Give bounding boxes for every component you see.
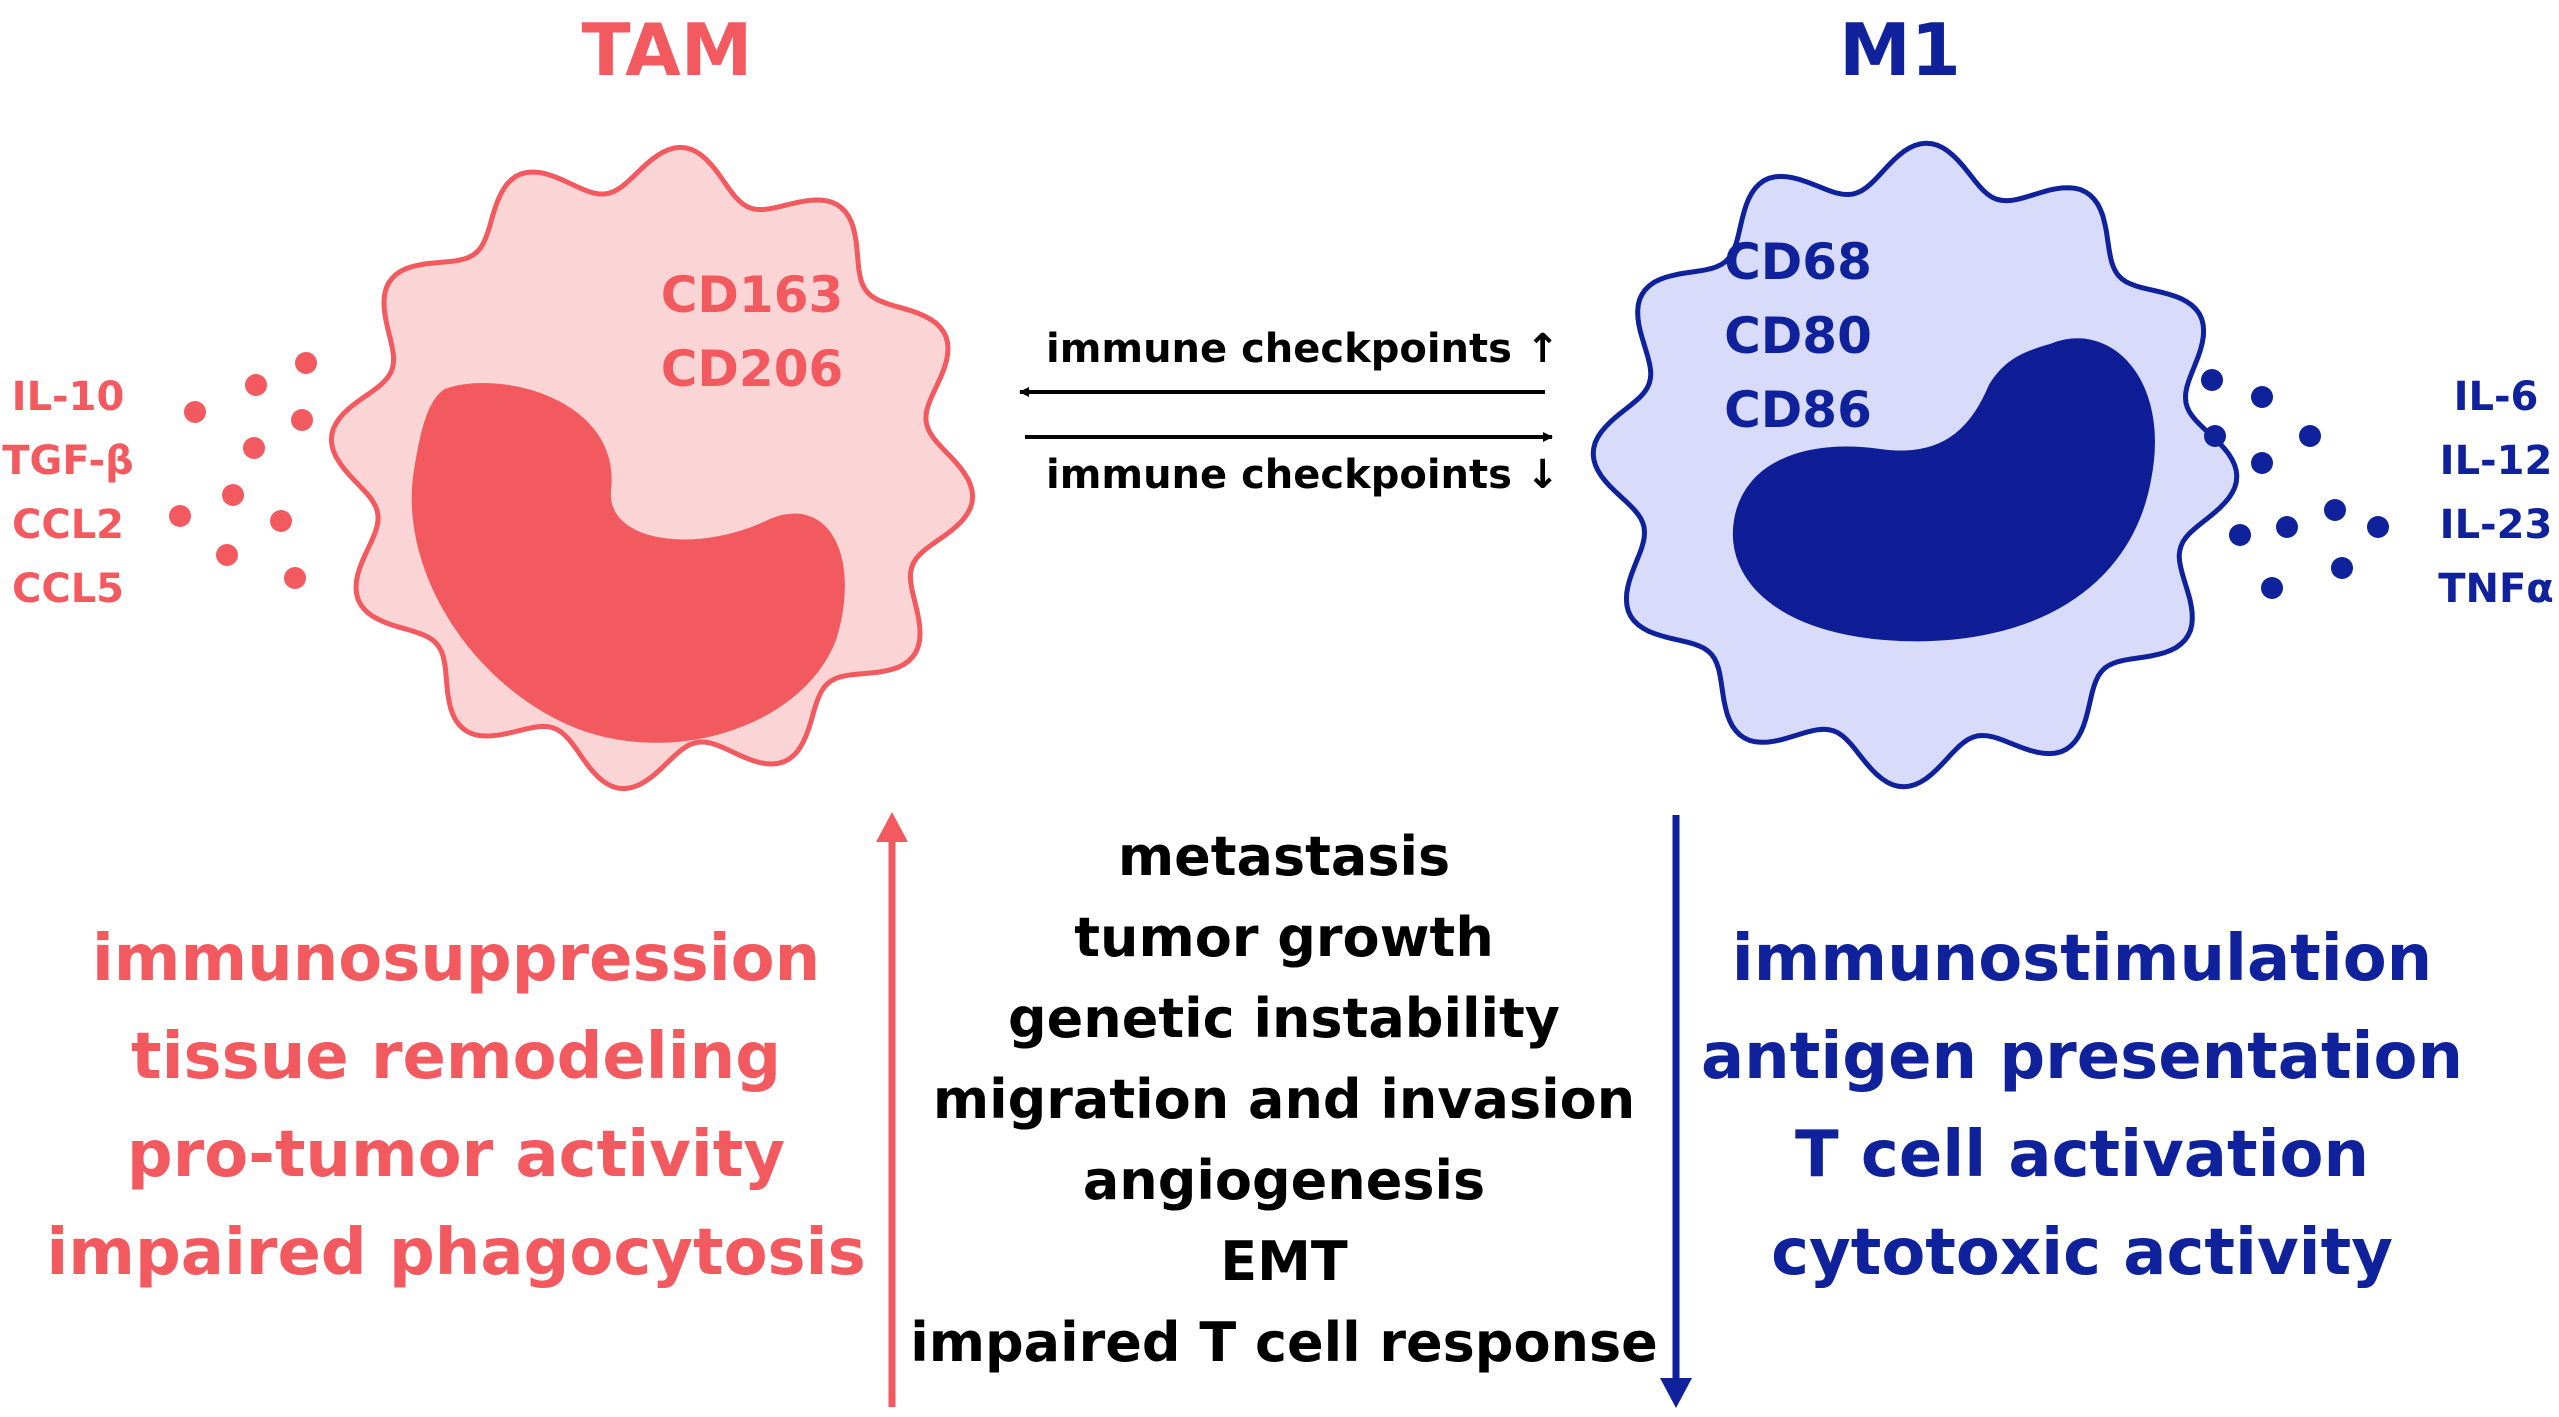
- tam-effects: immunosuppression tissue remodeling pro-…: [46, 910, 865, 1302]
- tam-marker-cd163: CD163: [660, 266, 844, 324]
- outcome-item: migration and invasion: [932, 1068, 1636, 1131]
- m1-secretion-dot: [2367, 516, 2389, 538]
- m1-secretion-dots: [2201, 369, 2389, 599]
- tam-effect: pro-tumor activity: [126, 1118, 786, 1192]
- m1-cytokine-tnfa: TNFα: [2438, 566, 2554, 612]
- tam-effect: tissue remodeling: [130, 1020, 782, 1094]
- tam-secretion-dot: [169, 505, 191, 527]
- m1-effect: T cell activation: [1794, 1118, 2370, 1192]
- up-arrow-icon: ↑: [1525, 326, 1560, 372]
- m1-markers: CD68 CD80 CD86: [1724, 225, 1872, 447]
- tam-nucleus: [411, 383, 845, 743]
- outcome-item: genetic instability: [1007, 987, 1561, 1050]
- outcome-item: tumor growth: [1074, 906, 1494, 969]
- checkpoint-label-to-m1: immune checkpoints ↓: [1046, 452, 1559, 498]
- outcome-item: angiogenesis: [1082, 1149, 1486, 1212]
- tam-cytokines: IL-10 TGF-β CCL2 CCL5: [2, 365, 133, 621]
- tam-cytokine-tgfb: TGF-β: [2, 438, 134, 484]
- tam-marker-cd206: CD206: [660, 340, 844, 398]
- down-arrow-icon: ↓: [1525, 452, 1560, 498]
- tam-secretion-dot: [243, 437, 265, 459]
- m1-secretion-dot: [2331, 557, 2353, 579]
- m1-effects: immunostimulation antigen presentation T…: [1701, 910, 2463, 1302]
- tam-secretion-dots: [169, 352, 317, 589]
- tam-title: TAM: [581, 8, 753, 92]
- m1-marker-cd80: CD80: [1724, 307, 1872, 365]
- tam-cytokine-ccl2: CCL2: [11, 502, 125, 548]
- m1-secretion-dot: [2261, 577, 2283, 599]
- checkpoint-text-to-m1: immune checkpoints: [1046, 452, 1512, 498]
- checkpoint-label-to-tam: immune checkpoints ↑: [1046, 326, 1559, 372]
- m1-secretion-dot: [2204, 425, 2226, 447]
- m1-effect: cytotoxic activity: [1771, 1216, 2393, 1290]
- m1-title: M1: [1839, 8, 1961, 92]
- outcome-item: EMT: [1220, 1230, 1348, 1293]
- m1-cytokine-il12: IL-12: [2439, 438, 2553, 484]
- outcome-item: impaired T cell response: [910, 1311, 1658, 1374]
- tumor-outcomes: metastasis tumor growth genetic instabil…: [910, 816, 1658, 1383]
- m1-nucleus: [1732, 338, 2155, 642]
- m1-cytokines: IL-6 IL-12 IL-23 TNFα: [2438, 365, 2554, 621]
- tam-secretion-dot: [216, 544, 238, 566]
- tam-secretion-dot: [284, 567, 306, 589]
- tam-secretion-dot: [245, 374, 267, 396]
- tam-cytokine-il10: IL-10: [11, 374, 125, 420]
- m1-cytokine-il6: IL-6: [2453, 374, 2539, 420]
- tam-cytokine-ccl5: CCL5: [11, 566, 125, 612]
- m1-secretion-dot: [2276, 516, 2298, 538]
- tam-secretion-dot: [270, 510, 292, 532]
- tam-secretion-dot: [295, 352, 317, 374]
- checkpoint-text-to-tam: immune checkpoints: [1046, 326, 1512, 372]
- m1-secretion-dot: [2299, 425, 2321, 447]
- m1-marker-cd68: CD68: [1724, 233, 1872, 291]
- m1-secretion-dot: [2229, 524, 2251, 546]
- tam-effect: immunosuppression: [91, 922, 821, 996]
- m1-secretion-dot: [2251, 452, 2273, 474]
- m1-secretion-dot: [2251, 386, 2273, 408]
- m1-secretion-dot: [2324, 499, 2346, 521]
- tam-markers: CD163 CD206: [661, 258, 844, 406]
- m1-down-arrow-head: [1660, 1378, 1692, 1408]
- m1-marker-cd86: CD86: [1724, 381, 1872, 439]
- tam-secretion-dot: [291, 409, 313, 431]
- m1-cytokine-il23: IL-23: [2439, 502, 2553, 548]
- outcome-item: metastasis: [1117, 825, 1451, 888]
- tam-secretion-dot: [222, 484, 244, 506]
- m1-effect: immunostimulation: [1731, 922, 2433, 996]
- tam-secretion-dot: [184, 401, 206, 423]
- m1-effect: antigen presentation: [1700, 1020, 2464, 1094]
- m1-secretion-dot: [2201, 369, 2223, 391]
- tam-up-arrow-head: [876, 812, 908, 842]
- tam-effect: impaired phagocytosis: [46, 1216, 866, 1290]
